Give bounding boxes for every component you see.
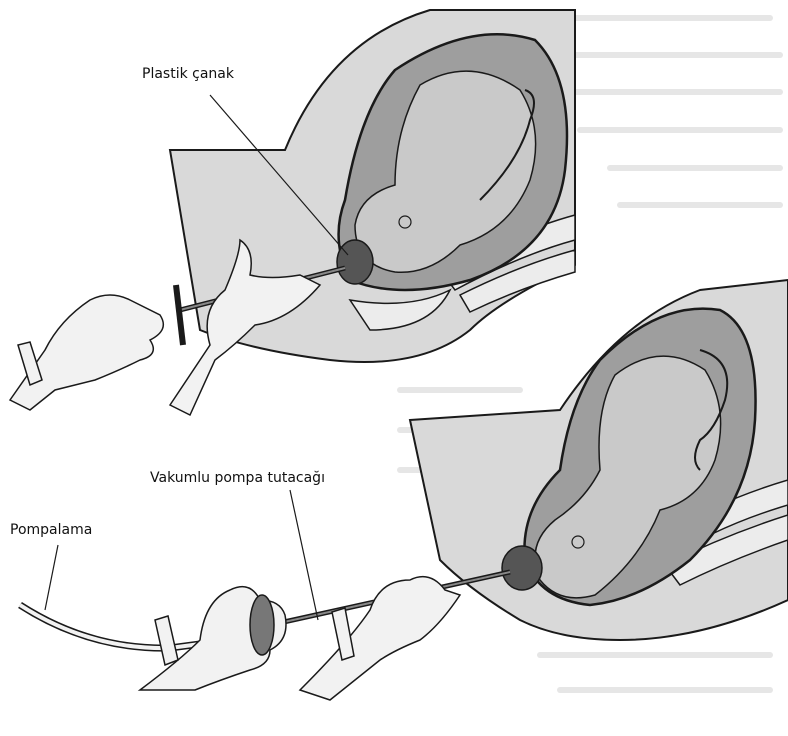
vacuum-handle-icon [176,285,183,345]
vacuum-cup-bottom-icon [502,546,542,590]
label-vacuum-handle: Vakumlu pompa tutacağı [148,470,327,486]
top-figure [10,10,575,415]
gloved-hand-guide [300,577,460,700]
label-plastic-cup: Plastik çanak [140,66,236,82]
label-pumping: Pompalama [8,522,94,538]
pump-bulb-icon [250,595,274,655]
handle-leader-line [290,490,318,620]
pump-leader-line [45,545,58,610]
vacuum-cup-icon [337,240,373,284]
glove-cuff-pump [155,616,178,665]
